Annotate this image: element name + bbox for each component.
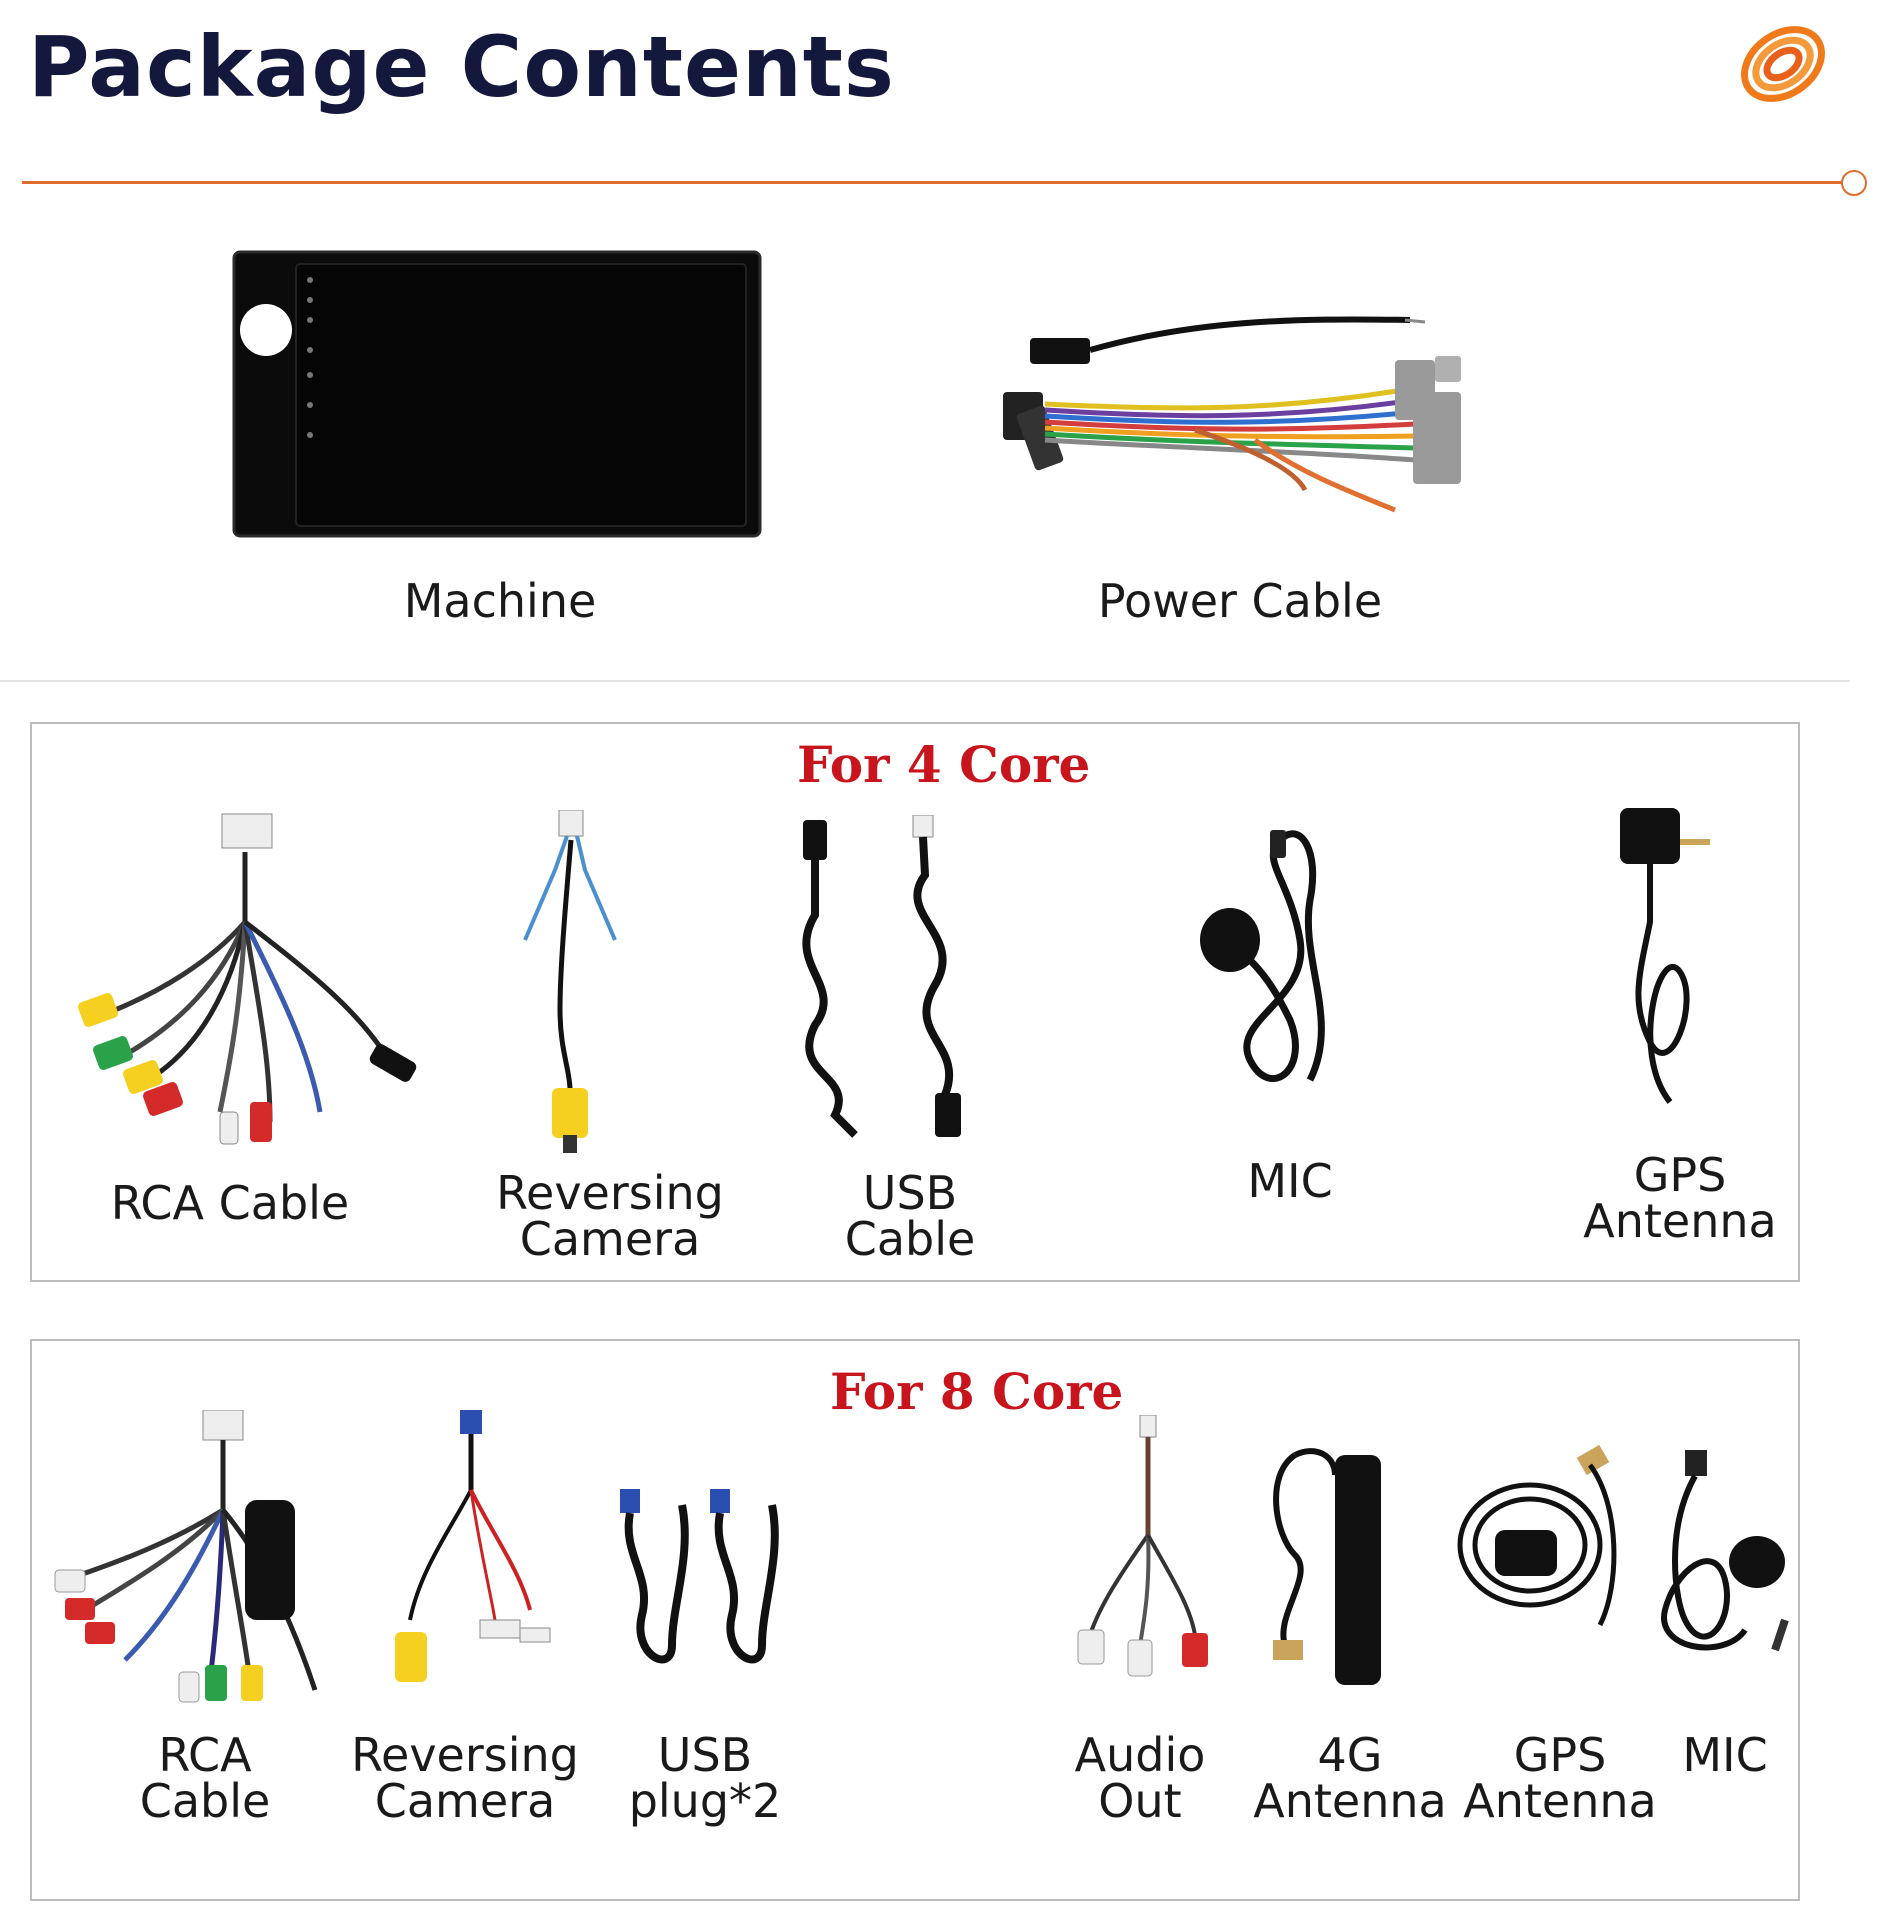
box-8-core xyxy=(30,1339,1800,1901)
rca-cable-4core-image xyxy=(70,812,430,1152)
mic-8core-label: MIC xyxy=(1682,1728,1768,1782)
box-8-core-title: For 8 Core xyxy=(830,1362,1124,1421)
reversing-camera-8core-label: Reversing Camera xyxy=(351,1728,579,1828)
reversing-camera-8core-image xyxy=(380,1410,560,1710)
audio-out-8core-label: Audio Out xyxy=(1074,1728,1206,1828)
gps-antenna-8core-image xyxy=(1450,1445,1630,1645)
mic-8core-image xyxy=(1645,1450,1795,1690)
usb-plug-8core-image xyxy=(612,1475,792,1695)
machine-image xyxy=(232,250,762,540)
mic-4core-image xyxy=(1190,820,1360,1120)
power-cable-label: Power Cable xyxy=(1097,574,1383,628)
box-4-core-title: For 4 Core xyxy=(797,735,1091,794)
usb-plug-8core-label: USB plug*2 xyxy=(628,1728,782,1828)
rca-cable-8core-image xyxy=(45,1410,325,1710)
page-title: Package Contents xyxy=(28,18,895,116)
reversing-camera-4core-label: Reversing Camera xyxy=(496,1166,724,1266)
rca-cable-4core-label: RCA Cable xyxy=(110,1176,350,1230)
header-divider-end-dot xyxy=(1841,170,1867,196)
4g-antenna-8core-image xyxy=(1255,1435,1395,1695)
machine-label: Machine xyxy=(403,574,597,628)
section-divider xyxy=(0,680,1850,682)
4g-antenna-8core-label: 4G Antenna xyxy=(1253,1728,1447,1828)
usb-cable-4core-label: USB Cable xyxy=(844,1166,976,1266)
gps-antenna-8core-label: GPS Antenna xyxy=(1463,1728,1657,1828)
reversing-camera-4core-image xyxy=(515,810,625,1160)
usb-cable-4core-image xyxy=(795,815,1015,1155)
gps-antenna-4core-label: GPS Antenna xyxy=(1583,1148,1777,1248)
rca-cable-8core-label: RCA Cable xyxy=(139,1728,271,1828)
mic-4core-label: MIC xyxy=(1247,1154,1333,1208)
brand-logo-icon xyxy=(1728,12,1838,112)
audio-out-8core-image xyxy=(1060,1415,1220,1695)
power-cable-image xyxy=(995,300,1495,530)
header-divider xyxy=(22,181,1852,184)
gps-antenna-4core-image xyxy=(1610,802,1730,1122)
